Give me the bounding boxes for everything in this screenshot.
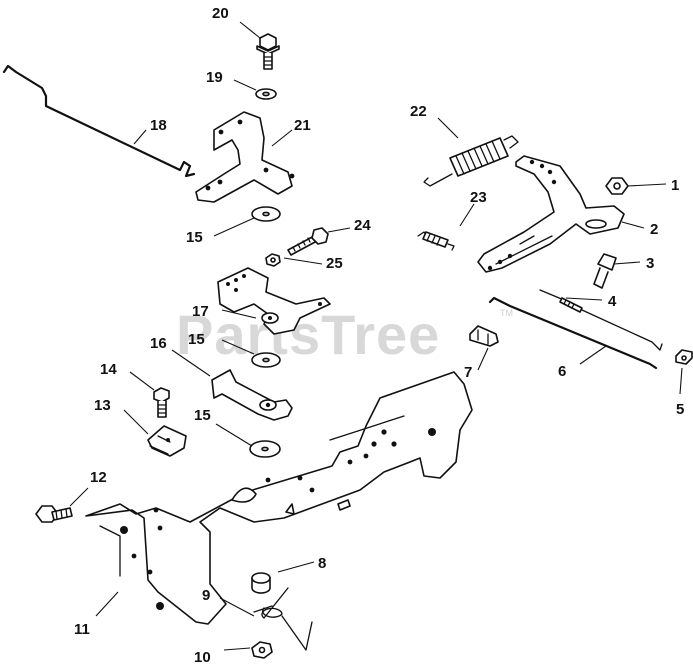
part-16-lever-bracket[interactable]	[211, 369, 293, 421]
callout-3[interactable]: 3	[646, 255, 654, 272]
part-25-nut[interactable]	[265, 253, 281, 267]
callout-14[interactable]: 14	[100, 361, 117, 378]
callout-15-middle[interactable]: 15	[188, 331, 205, 348]
part-17-lever[interactable]	[217, 267, 331, 335]
watermark-tm: TM	[500, 308, 513, 318]
part-20-bolt[interactable]	[256, 33, 280, 70]
part-21-bracket[interactable]	[195, 111, 295, 203]
part-22-extension-spring[interactable]	[423, 135, 519, 187]
part-7-clip[interactable]	[469, 325, 499, 347]
callout-10[interactable]: 10	[194, 649, 211, 666]
callout-19[interactable]: 19	[206, 69, 223, 86]
part-6-rod[interactable]	[488, 296, 658, 370]
part-2-control-lever[interactable]	[477, 155, 625, 273]
part-1-nut[interactable]	[605, 177, 629, 195]
callout-15-top[interactable]: 15	[186, 229, 203, 246]
part-24-bolt[interactable]	[287, 227, 329, 256]
part-9-torsion-spring[interactable]	[253, 587, 313, 651]
part-12-bolt[interactable]	[35, 505, 73, 523]
part-15-washer-middle[interactable]	[251, 352, 281, 368]
callout-6[interactable]: 6	[558, 363, 566, 380]
part-13-clip[interactable]	[147, 425, 187, 457]
callout-11[interactable]: 11	[74, 621, 90, 638]
callout-21[interactable]: 21	[294, 117, 311, 134]
part-8-bushing[interactable]	[251, 572, 271, 594]
callout-16[interactable]: 16	[150, 335, 167, 352]
callout-20[interactable]: 20	[212, 5, 229, 22]
callout-9[interactable]: 9	[202, 587, 210, 604]
part-19-washer[interactable]	[255, 88, 277, 100]
part-10-nut[interactable]	[251, 641, 273, 659]
callout-5[interactable]: 5	[676, 401, 684, 418]
part-14-bolt[interactable]	[153, 387, 170, 418]
part-11-main-plate[interactable]	[85, 371, 473, 625]
part-5-bushing[interactable]	[675, 349, 693, 365]
callout-17[interactable]: 17	[192, 303, 209, 320]
leader-lines	[69, 21, 683, 651]
part-3-pin[interactable]	[593, 253, 617, 289]
part-15-washer-top[interactable]	[251, 206, 281, 222]
callout-24[interactable]: 24	[354, 217, 371, 234]
part-18-rod[interactable]	[2, 64, 196, 178]
callout-15-bottom[interactable]: 15	[194, 407, 211, 424]
callout-8[interactable]: 8	[318, 555, 326, 572]
callout-22[interactable]: 22	[410, 103, 427, 120]
callout-1[interactable]: 1	[671, 177, 679, 194]
callout-4[interactable]: 4	[608, 293, 617, 310]
callout-18[interactable]: 18	[150, 117, 167, 134]
part-15-washer-bottom[interactable]	[249, 440, 281, 458]
callout-numbers: 1 2 3 4 5 6 7 8 9 10 11 12 13 14 15 15 1…	[74, 5, 684, 666]
callout-7[interactable]: 7	[464, 364, 472, 381]
callout-23[interactable]: 23	[470, 189, 487, 206]
part-4-cable[interactable]	[539, 289, 663, 351]
callout-12[interactable]: 12	[90, 469, 107, 486]
callout-25[interactable]: 25	[326, 255, 343, 272]
part-23-small-spring[interactable]	[417, 231, 455, 251]
callout-2[interactable]: 2	[650, 221, 658, 238]
callout-13[interactable]: 13	[94, 397, 111, 414]
